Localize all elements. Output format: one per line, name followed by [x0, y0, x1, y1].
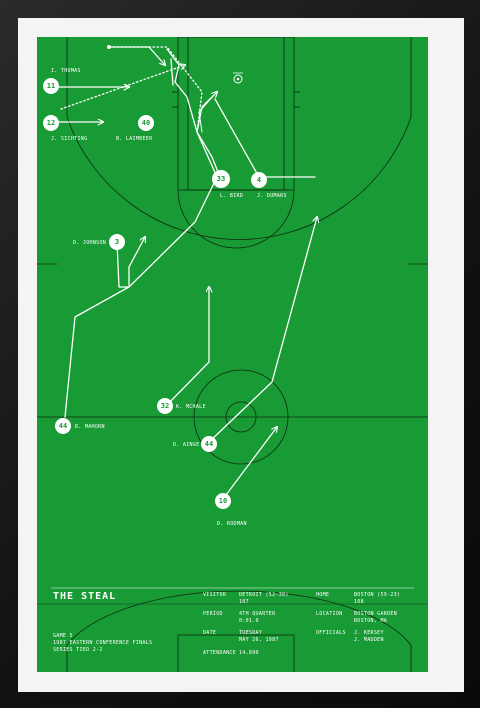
- player-marker-dumars: 4: [251, 172, 267, 188]
- home-value: BOSTON (59-23)108: [354, 592, 401, 605]
- player-name-ainge: D. AINGE: [173, 442, 199, 448]
- period-label: PERIOD: [203, 611, 223, 617]
- rodman-path: [222, 427, 277, 500]
- bird-steal-path: [196, 92, 217, 133]
- visitor-value: DETROIT (52-30)107: [239, 592, 289, 605]
- player-marker-sichting: 12: [43, 115, 59, 131]
- player-number-vincent: 12: [47, 119, 55, 127]
- free-throw-arc: [177, 189, 295, 249]
- player-number-mahorn: 44: [59, 422, 67, 430]
- player-name-bird: L. BIRD: [220, 193, 243, 199]
- officials-label: OFFICIALS: [316, 630, 346, 636]
- mahorn-path: [64, 48, 218, 418]
- player-marker-mchale: 32: [157, 398, 173, 414]
- player-name-johnson: D. JOHNSON: [73, 240, 106, 246]
- player-name-rodman: D. RODMAN: [217, 521, 247, 527]
- three-point-arc: [66, 37, 412, 240]
- poster: 11 12 40 33 4 3 44 32 44 10 I. THOMAS J.…: [37, 37, 428, 672]
- center-circle: [193, 369, 289, 465]
- center-circle-inner: [225, 401, 257, 433]
- player-name-mchale: K. MCHALE: [176, 404, 206, 410]
- lower-three-point-arc: [66, 590, 412, 672]
- player-marker-bird: 33: [212, 170, 230, 188]
- player-marker-laimbeer: 40: [138, 115, 154, 131]
- basket: [233, 72, 243, 84]
- player-marker-johnson: 3: [109, 234, 125, 250]
- player-labels: I. THOMAS J. SICHTING B. LAIMBEER L. BIR…: [51, 68, 287, 527]
- poster-title: THE STEAL: [53, 591, 117, 602]
- subtitle-line-2: 1987 EASTERN CONFERENCE FINALS: [53, 640, 153, 646]
- lower-paint: [177, 634, 295, 672]
- subtitle-line-1: GAME 5: [53, 633, 73, 639]
- player-marker-thomas: 11: [43, 78, 59, 94]
- player-marker-ainge: 44: [201, 436, 217, 452]
- attendance-value: 14,890: [239, 650, 259, 656]
- home-label: HOME: [316, 592, 330, 598]
- player-number-dumars: 4: [257, 176, 261, 184]
- court-diagram: 11 12 40 33 4 3 44 32 44 10 I. THOMAS J.…: [37, 37, 428, 672]
- mchale-path: [164, 287, 209, 408]
- date-label: DATE: [203, 630, 217, 636]
- player-number-ainge: 44: [205, 440, 213, 448]
- visitor-label: VISITOR: [203, 592, 227, 598]
- subtitle-line-3: SERIES TIED 2-2: [53, 647, 103, 653]
- player-number-mchale: 32: [161, 402, 169, 410]
- paint-inner: [187, 37, 285, 191]
- player-name-mahorn: R. MAHORN: [75, 424, 105, 430]
- player-marker-mahorn: 44: [55, 418, 71, 434]
- player-name-vincent: J. SICHTING: [51, 136, 87, 142]
- player-number-thomas: 11: [47, 82, 55, 90]
- laimbeer-cut: [170, 58, 174, 86]
- player-markers: 11 12 40 33 4 3 44 32 44 10: [43, 78, 267, 509]
- player-number-laimbeer: 40: [142, 119, 150, 127]
- player-name-laimbeer: B. LAIMBEER: [116, 136, 153, 142]
- player-number-bird: 33: [217, 175, 225, 183]
- player-marker-rodman: 10: [215, 493, 231, 509]
- court-lines: [37, 37, 428, 672]
- pass-arrow-top: [108, 46, 165, 65]
- ainge-path: [208, 217, 317, 443]
- bird-path: [196, 131, 221, 178]
- location-label: LOCATION: [316, 611, 343, 617]
- dumars-path: [214, 98, 316, 178]
- subtitle-block: GAME 5 1987 EASTERN CONFERENCE FINALS SE…: [53, 633, 152, 654]
- johnson-path: [116, 237, 145, 288]
- player-name-thomas: I. THOMAS: [51, 68, 81, 74]
- player-number-johnson: 3: [115, 238, 119, 246]
- player-name-dumars: J. DUMARS: [257, 193, 287, 199]
- paint-outer: [177, 37, 295, 191]
- attendance-label: ATTENDANCE: [203, 650, 237, 656]
- player-number-rodman: 10: [219, 497, 227, 505]
